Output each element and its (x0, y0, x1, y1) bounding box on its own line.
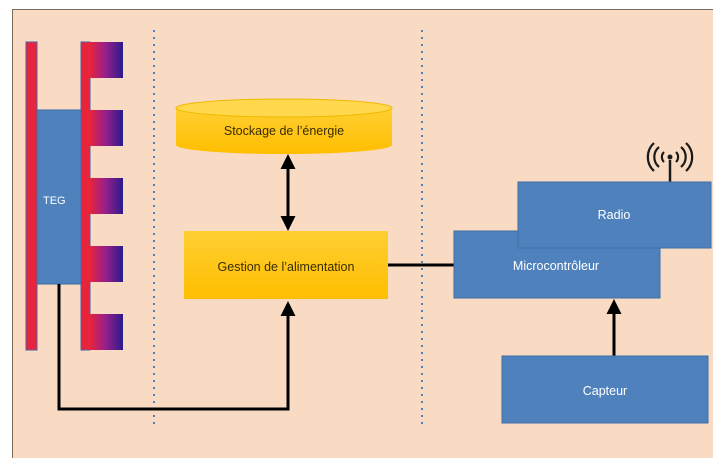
energy-storage-cylinder-top (175, 98, 393, 118)
sensor-block (501, 355, 709, 424)
heatsink-fin (90, 246, 123, 282)
radio-block (517, 181, 712, 249)
teg-label: TEG (43, 195, 66, 207)
sensor-label: Capteur (583, 384, 627, 398)
heatsink-fin (90, 110, 123, 146)
heatsink-fin (90, 314, 123, 350)
storage-label: Stockage de l’énergie (224, 124, 344, 138)
teg-power-wire (57, 284, 296, 411)
antenna-icon (646, 142, 694, 182)
teg-block (36, 109, 82, 285)
microcontroller-label: Microcontrôleur (513, 259, 599, 273)
radio-label: Radio (598, 208, 631, 222)
heatsink-fin (90, 178, 123, 214)
teg-hot-plate (25, 41, 38, 351)
teg-cold-plate (80, 41, 91, 351)
energy-storage-cylinder (176, 108, 392, 154)
heatsink-fin (90, 42, 123, 78)
power-management-block (184, 231, 388, 299)
power-management-label: Gestion de l’alimentation (218, 260, 355, 274)
